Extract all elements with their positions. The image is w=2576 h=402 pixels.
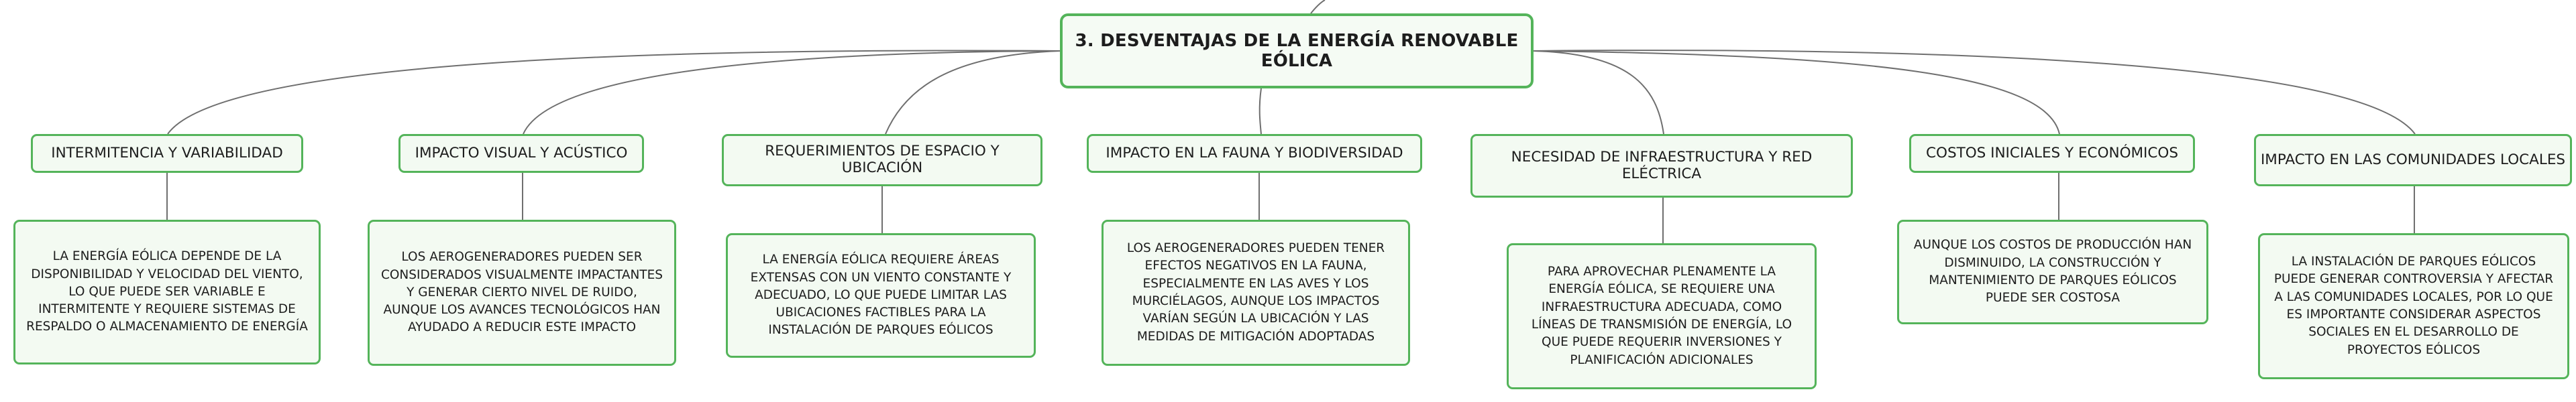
connector-root-branch-1 [167,50,1061,135]
parent-connector [1310,0,1326,14]
branch-label: NECESIDAD DE INFRAESTRUCTURA Y RED ELÉCT… [1511,148,1813,182]
description-impacto-fauna[interactable]: LOS AEROGENERADORES PUEDEN TENER EFECTOS… [1102,220,1410,366]
branch-costos[interactable]: COSTOS INICIALES Y ECONÓMICOS [1909,134,2195,173]
description-text: LA INSTALACIÓN DE PARQUES EÓLICOS PUEDE … [2273,255,2554,357]
connector-root-branch-2 [523,50,1061,135]
description-intermitencia[interactable]: LA ENERGÍA EÓLICA DEPENDE DE LA DISPONIB… [13,220,321,364]
connector-root-branch-6 [1533,50,2060,135]
description-text: LA ENERGÍA EÓLICA DEPENDE DE LA DISPONIB… [26,249,308,334]
description-requerimientos-espacio[interactable]: LA ENERGÍA EÓLICA REQUIERE ÁREAS EXTENSA… [726,233,1036,358]
connector-root-branch-4 [1258,88,1262,135]
description-costos[interactable]: AUNQUE LOS COSTOS DE PRODUCCIÓN HAN DISM… [1897,220,2208,324]
branch-infraestructura[interactable]: NECESIDAD DE INFRAESTRUCTURA Y RED ELÉCT… [1470,134,1853,198]
description-text: PARA APROVECHAR PLENAMENTE LA ENERGÍA EÓ… [1531,265,1792,367]
description-text: AUNQUE LOS COSTOS DE PRODUCCIÓN HAN DISM… [1913,238,2192,306]
branch-label: IMPACTO EN LA FAUNA Y BIODIVERSIDAD [1106,144,1403,161]
branch-label: REQUERIMIENTOS DE ESPACIO Y UBICACIÓN [765,143,1000,176]
connector-root-branch-7 [1533,50,2416,135]
description-impacto-visual[interactable]: LOS AEROGENERADORES PUEDEN SER CONSIDERA… [368,220,676,366]
branch-impacto-fauna[interactable]: IMPACTO EN LA FAUNA Y BIODIVERSIDAD [1087,134,1422,173]
description-text: LA ENERGÍA EÓLICA REQUIERE ÁREAS EXTENSA… [750,253,1012,338]
branch-requerimientos-espacio[interactable]: REQUERIMIENTOS DE ESPACIO Y UBICACIÓN [722,134,1042,186]
branch-impacto-visual[interactable]: IMPACTO VISUAL Y ACÚSTICO [398,134,644,173]
connector-root-branch-5 [1533,50,1664,135]
branch-label: IMPACTO EN LAS COMUNIDADES LOCALES [2260,151,2566,168]
branch-label: IMPACTO VISUAL Y ACÚSTICO [415,144,628,161]
branch-comunidades[interactable]: IMPACTO EN LAS COMUNIDADES LOCALES [2254,134,2572,186]
branch-intermitencia[interactable]: INTERMITENCIA Y VARIABILIDAD [31,134,303,173]
connector-root-branch-3 [885,50,1061,135]
description-text: LOS AEROGENERADORES PUEDEN SER CONSIDERA… [380,250,663,335]
branch-label: COSTOS INICIALES Y ECONÓMICOS [1926,144,2178,161]
description-infraestructura[interactable]: PARA APROVECHAR PLENAMENTE LA ENERGÍA EÓ… [1507,243,1817,389]
description-text: LOS AEROGENERADORES PUEDEN TENER EFECTOS… [1126,241,1385,344]
root-topic[interactable]: 3. DESVENTAJAS DE LA ENERGÍA RENOVABLE E… [1060,13,1534,88]
description-comunidades[interactable]: LA INSTALACIÓN DE PARQUES EÓLICOS PUEDE … [2258,233,2569,379]
root-title: 3. DESVENTAJAS DE LA ENERGÍA RENOVABLE E… [1075,31,1519,71]
branch-label: INTERMITENCIA Y VARIABILIDAD [51,144,283,161]
